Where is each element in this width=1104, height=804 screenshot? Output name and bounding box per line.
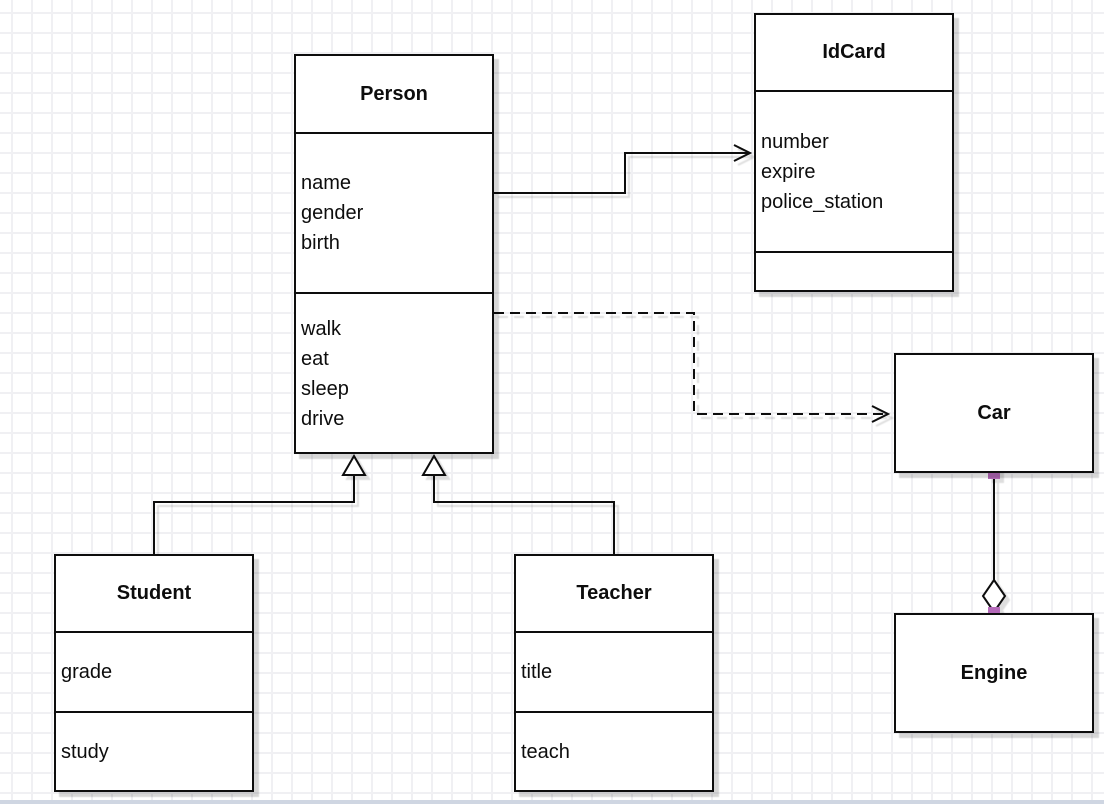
- class-methods-section-empty: [756, 253, 952, 290]
- generalization-line[interactable]: [153, 476, 355, 554]
- class-attributes-section: number expire police_station: [756, 92, 952, 253]
- dependency-line[interactable]: [494, 312, 886, 415]
- attribute-label: title: [521, 661, 553, 683]
- hollow-triangle-icon: [421, 454, 447, 476]
- generalization-line[interactable]: [433, 476, 615, 554]
- attribute-label: grade: [61, 661, 113, 683]
- attribute-label: gender: [301, 202, 364, 224]
- class-title: IdCard: [756, 15, 952, 92]
- association-line[interactable]: [494, 152, 748, 194]
- edge-person-car-dependency[interactable]: [494, 312, 891, 423]
- class-methods-section: walk eat sleep drive: [296, 294, 492, 454]
- open-arrowhead-icon: [871, 405, 891, 423]
- open-arrowhead-icon: [733, 144, 753, 162]
- method-label: teach: [521, 740, 570, 763]
- edge-car-engine-aggregation[interactable]: [981, 467, 1007, 619]
- class-methods-section: study: [56, 713, 252, 790]
- attribute-label: expire: [761, 160, 816, 183]
- method-label: eat: [301, 348, 329, 370]
- class-box-person[interactable]: Person name gender birth walk eat sleep …: [294, 54, 494, 454]
- class-methods-section: teach: [516, 713, 712, 790]
- canvas-bottom-edge: [0, 800, 1104, 804]
- class-title: Student: [56, 556, 252, 633]
- method-label: study: [61, 740, 109, 763]
- class-title: Engine: [960, 661, 1028, 684]
- attribute-label: police_station: [761, 190, 884, 213]
- attribute-label: name: [301, 172, 352, 194]
- class-attributes-section: title: [516, 633, 712, 713]
- class-box-engine[interactable]: Engine: [894, 613, 1094, 733]
- class-box-student[interactable]: Student grade study: [54, 554, 254, 792]
- attribute-label: birth: [301, 232, 340, 254]
- method-label: walk: [301, 318, 342, 340]
- class-attributes-section: name gender birth: [296, 134, 492, 294]
- class-title: Car: [977, 401, 1011, 424]
- class-box-idcard[interactable]: IdCard number expire police_station: [754, 13, 954, 292]
- edge-student-person-generalization[interactable]: [153, 454, 367, 554]
- class-box-car[interactable]: Car: [894, 353, 1094, 473]
- class-attributes-section: grade: [56, 633, 252, 713]
- edge-teacher-person-generalization[interactable]: [421, 454, 615, 554]
- class-box-teacher[interactable]: Teacher title teach: [514, 554, 714, 792]
- method-label: drive: [301, 408, 345, 430]
- method-label: sleep: [301, 378, 349, 400]
- attribute-label: number: [761, 130, 829, 153]
- edge-person-idcard-association[interactable]: [494, 144, 753, 194]
- class-title: Teacher: [516, 556, 712, 633]
- class-title: Person: [296, 56, 492, 134]
- hollow-triangle-icon: [341, 454, 367, 476]
